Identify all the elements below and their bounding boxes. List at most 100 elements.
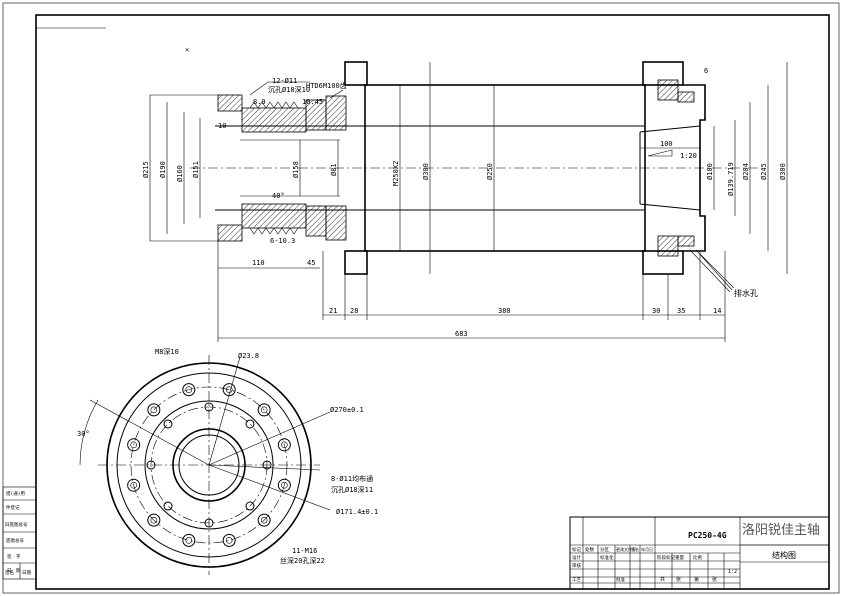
inner-bolt-hole: [204, 518, 214, 528]
left-row-6: 日 期: [7, 568, 21, 574]
tb-zone: 分区: [600, 546, 609, 553]
outer-bolt-hole: [277, 438, 291, 452]
dim-30: 30: [652, 307, 660, 315]
outer-bolt-hole-inner: [185, 386, 193, 393]
tb-review: 审核: [572, 562, 581, 569]
nut-bottom: [305, 205, 327, 237]
label-taper: 1:20: [680, 152, 697, 160]
outer-bolt-hole-inner: [150, 516, 158, 524]
tb-change: 更改文件号: [616, 546, 636, 552]
outer-bolt-hole: [182, 533, 196, 547]
bolt-holes-inner: [146, 402, 272, 528]
stray-mark: ×: [185, 46, 189, 54]
label-holes11-2: 丝深20孔深22: [280, 556, 325, 565]
seal-bottom: [325, 205, 347, 241]
left-row-7: 签名: [5, 569, 14, 576]
outer-bolt-hole: [257, 403, 271, 417]
side-view-labels: 12-Ø11 沉孔Ø18深10 HTD6M100齿 8.9 10.45 10 4…: [142, 67, 787, 338]
tb-design: 设计: [572, 554, 581, 561]
ray-to-270: [208, 411, 331, 466]
taper-bore: [639, 125, 701, 211]
outer-bolt-hole-inner: [150, 406, 158, 414]
inner-bolt-hole: [163, 419, 173, 429]
dia-245: Ø245: [760, 163, 768, 180]
tb-approve: 批准: [616, 576, 625, 583]
outer-bolt-hole: [127, 478, 141, 492]
inner-bolt-hole: [204, 402, 214, 412]
left-row-1: 借(通)用: [6, 490, 25, 497]
dia-300r: Ø300: [779, 163, 787, 180]
dia-81: Ø81: [330, 163, 338, 176]
dim-21: 21: [329, 307, 337, 315]
dia-151: Ø151: [192, 161, 200, 178]
tb-mark: 标记: [572, 546, 581, 553]
inner-bolt-hole: [245, 419, 255, 429]
tb-stage: 阶段标记: [657, 554, 675, 561]
dim-683: 683: [455, 330, 468, 338]
outer-bolt-hole-inner: [130, 441, 137, 449]
spindle-front-view: [79, 355, 331, 575]
title-block: PC250-4G 洛阳锐佳主轴 结构图 1:2 标记 设计 审核 工艺 处数 分…: [569, 516, 830, 590]
angle-ray-1: [89, 399, 210, 466]
label-hole-spec-2: 沉孔Ø18深10: [268, 85, 310, 94]
label-10-45: 10.45: [302, 98, 323, 106]
label-holes8-2: 沉孔Ø18深11: [331, 485, 373, 494]
label-d171: Ø171.4±0.1: [336, 508, 378, 516]
left-row-8: 日期: [22, 570, 31, 576]
tb-date: 年月日: [641, 546, 653, 552]
rear-bearing-bottom: [657, 235, 679, 257]
pulley-bottom: [241, 203, 307, 229]
outer-bolt-hole: [222, 383, 236, 397]
dia-190: Ø190: [159, 161, 167, 178]
label-m8: M8深10: [155, 347, 179, 356]
dia-139: Ø139.719: [727, 162, 735, 196]
tb-ratio: 比例: [693, 554, 702, 561]
rear-bearing-top: [657, 79, 679, 101]
title-model: PC250-4G: [688, 531, 727, 540]
sheet-mark-3: 第: [694, 576, 699, 583]
drain-leader: [689, 249, 735, 293]
tb-count: 处数: [585, 546, 594, 553]
dim-35: 35: [677, 307, 685, 315]
front-ring-top: [217, 94, 243, 112]
inner-bolt-hole: [245, 501, 255, 511]
dim-28: 28: [350, 307, 358, 315]
tb-weight: 重量: [675, 554, 684, 561]
title-company: 洛阳锐佳主轴: [742, 523, 820, 538]
ray-to-171: [208, 464, 331, 511]
dia-158: Ø158: [292, 161, 300, 178]
tb-standard: 标准化: [600, 554, 614, 561]
inner-bolt-hole: [163, 501, 173, 511]
taper-flag: [647, 149, 673, 157]
left-row-4: 底图总号: [6, 537, 24, 544]
label-d23: Ø23.8: [238, 352, 259, 360]
dim-14: 14: [713, 307, 721, 315]
outer-bolt-hole: [277, 478, 291, 492]
rear-seal-bottom: [677, 235, 695, 247]
outer-bolt-hole: [147, 403, 161, 417]
label-40deg: 40°: [272, 192, 285, 200]
gear-teeth-bottom: [249, 227, 299, 235]
spindle-section-view: [149, 61, 788, 342]
title-drawing-name: 结构图: [772, 550, 796, 560]
gear-teeth-top: [249, 101, 299, 109]
label-110: 110: [252, 259, 265, 267]
outer-bolt-hole-inner: [185, 537, 193, 544]
pulley-top: [241, 107, 307, 133]
left-registration-block: 借(通)用 件登记 旧底图总号 底图总号 签 字 日 期 签名 日期: [2, 486, 37, 580]
seal-top: [325, 95, 347, 131]
left-row-2: 件登记: [6, 504, 20, 511]
top-label-leader: [249, 81, 344, 99]
spindle-housing-body: [364, 84, 646, 252]
label-8-9: 8.9: [253, 98, 266, 106]
tb-sign: 签名: [631, 546, 639, 552]
rear-cap: [683, 84, 706, 252]
label-hole-spec-1: 12-Ø11: [272, 77, 297, 85]
sheet-mark-4: 张: [712, 576, 717, 583]
label-holes8-1: 8-Ø11均布通: [331, 474, 373, 483]
outer-bolt-hole: [147, 513, 161, 527]
outer-bolt-hole-inner: [281, 481, 288, 489]
inner-border: [35, 14, 830, 590]
label-thread: HTD6M100齿: [306, 82, 347, 90]
